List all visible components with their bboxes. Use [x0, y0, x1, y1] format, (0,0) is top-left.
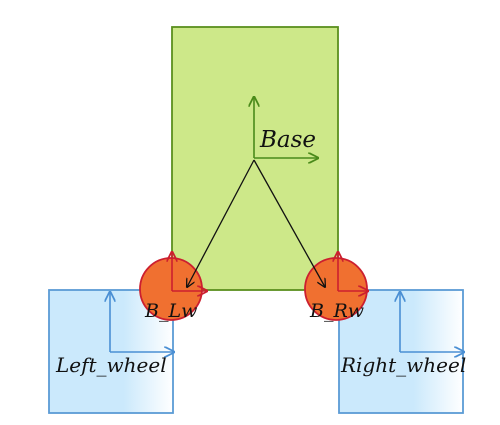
left-wheel-label: Left_wheel	[55, 353, 167, 377]
left-joint-frame: B_Lw	[139, 252, 207, 322]
right-joint-frame: B_Rw	[304, 252, 368, 322]
link-base-to-left-joint	[187, 159, 255, 287]
left-joint-label: B_Lw	[144, 300, 197, 322]
right-wheel-frame: Right_wheel	[338, 289, 466, 414]
links	[187, 159, 325, 287]
link-base-to-right-joint	[253, 159, 325, 287]
base-label: Base	[259, 127, 316, 153]
base-frame: Base	[171, 26, 339, 291]
right-wheel-label: Right_wheel	[340, 353, 466, 377]
right-joint-label: B_Rw	[309, 300, 364, 322]
